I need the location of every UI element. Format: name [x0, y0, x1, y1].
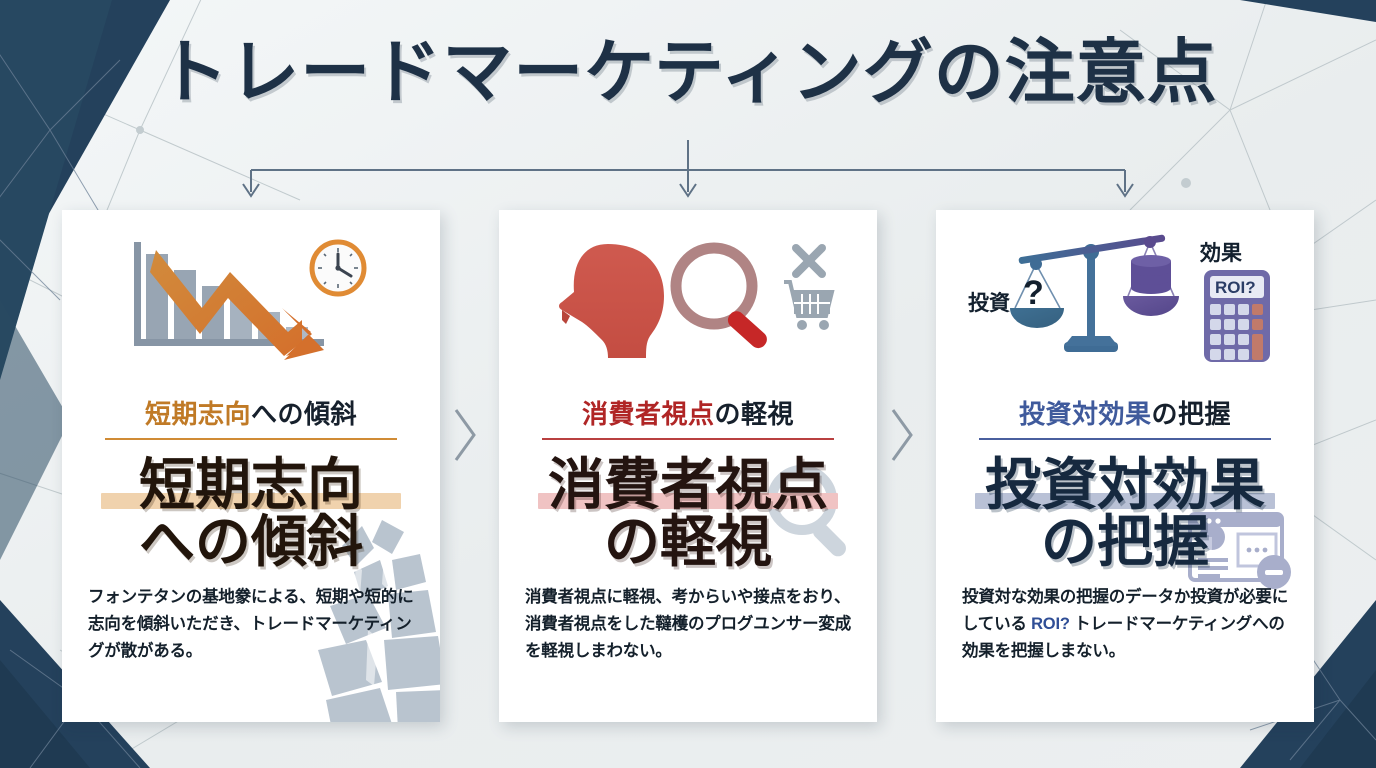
card3-body-part2: トレードマーケティングへの効果を把握しまない。	[962, 614, 1285, 660]
card1-headline: 短期志向 への傾斜	[62, 456, 440, 570]
card3-subtitle-rule	[979, 438, 1271, 440]
card3-body-part1: 投資対な効果の把握のデータか投資が必要にしている	[962, 588, 1289, 633]
balance-scale-roi-calculator-icon: 投資 効果 ?	[968, 234, 1270, 362]
card3-subtitle-accent: 投資対効果	[1018, 399, 1152, 429]
card2-headline-line1-wrap: 消費者視点	[499, 456, 877, 513]
three-branch-arrow-connector	[242, 140, 1134, 198]
card1-subtitle-rule	[105, 438, 397, 440]
card2-headline-line1: 消費者視点	[548, 453, 828, 516]
page-title: トレードマーケティングの注意点	[158, 33, 1218, 111]
card2-subtitle-rest: の軽視	[714, 399, 795, 429]
card2-subtitle-rule	[542, 438, 834, 440]
card3-icon-area: 投資 効果 ?	[936, 224, 1314, 392]
card1-headline-line2: への傾斜	[139, 510, 363, 574]
card1-headline-line2-wrap: への傾斜	[62, 513, 440, 570]
cards-row: 短期志向への傾斜	[0, 210, 1376, 725]
head-magnifier-cart-icon	[559, 242, 835, 358]
card2-subtitle-accent: 消費者視点	[581, 399, 715, 429]
card2-headline-line2: の軽視	[604, 510, 772, 574]
title-container: トレードマーケティングの注意点	[0, 33, 1376, 111]
card1-headline-line1-wrap: 短期志向	[62, 456, 440, 513]
card3-icon-label-left: 投資	[968, 291, 1010, 315]
card3-headline-line1-wrap: 投資対効果	[936, 456, 1314, 513]
card1-subtitle-accent: 短期志向	[144, 399, 251, 429]
card3-headline-line2-wrap: の把握	[936, 513, 1314, 570]
card3-body-text: 投資対な効果の把握のデータか投資が必要にしている ROI? トレードマーケティン…	[962, 584, 1288, 664]
card1-headline-line1: 短期志向	[139, 453, 363, 516]
card2-headline: 消費者視点 の軽視	[499, 456, 877, 570]
card3-subtitle-rest: の把握	[1151, 399, 1232, 429]
separator-chevron-2	[891, 409, 913, 461]
card3-headline: 投資対効果 の把握	[936, 456, 1314, 570]
card2-subtitle: 消費者視点の軽視	[499, 394, 877, 431]
card-short-term-bias[interactable]: 短期志向への傾斜	[62, 210, 440, 722]
card2-body-text: 消費者視点に軽視、考からいや接点をおり、消費者視点をした韃檴のプログユンサー変成…	[525, 588, 852, 660]
declining-bar-chart-with-clock-icon	[134, 239, 367, 360]
card3-headline-line2: の把握	[1041, 510, 1209, 574]
card1-subtitle-rest: への傾斜	[251, 399, 358, 429]
separator-chevron-1	[454, 409, 476, 461]
card3-icon-question: ?	[1023, 274, 1044, 312]
card3-body-roi: ROI?	[1031, 614, 1070, 633]
card1-subtitle: 短期志向への傾斜	[62, 394, 440, 431]
card2-icon-area	[499, 224, 877, 392]
card2-headline-line2-wrap: の軽視	[499, 513, 877, 570]
card1-body-text: フォンテタンの基地豢による、短期や短的に志向を傾斜いただき、トレードマーケティン…	[88, 588, 414, 660]
card3-icon-badge: ROI?	[1215, 278, 1256, 297]
card1-icon-area	[62, 224, 440, 392]
card3-headline-line1: 投資対効果	[985, 453, 1265, 516]
card-roi-measurement[interactable]: 投資 効果 ?	[936, 210, 1314, 722]
card3-subtitle: 投資対効果の把握	[936, 394, 1314, 431]
card-consumer-view-neglect[interactable]: 消費者視点の軽視 消費者視点 の軽視 消費者視点に軽視、考からいや接点をおり、消…	[499, 210, 877, 722]
card3-icon-label-right: 効果	[1199, 242, 1242, 265]
